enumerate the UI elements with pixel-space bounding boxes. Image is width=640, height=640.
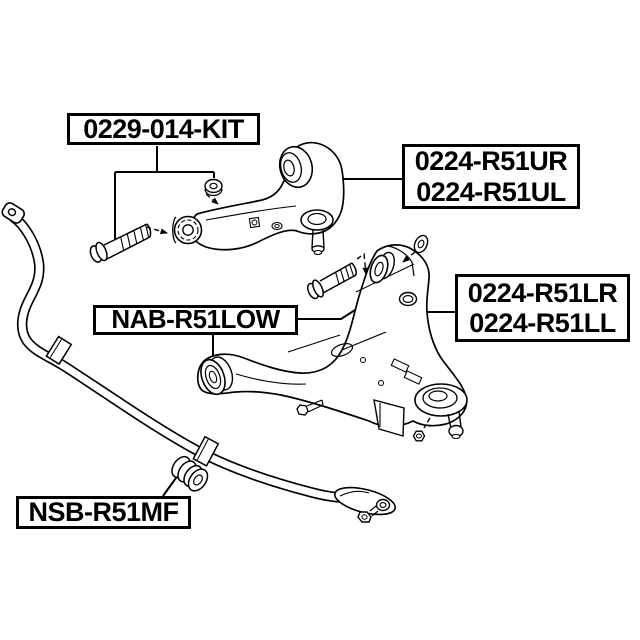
upper-control-arm-label: 0224-R51UR 0224-R51UL <box>402 144 580 209</box>
lower-arm-rear-bushing <box>200 356 234 396</box>
stabilizer-clamp-lower <box>192 435 220 467</box>
lower-arm-washer <box>413 234 429 254</box>
stabilizer-bar-drawing <box>1 202 397 523</box>
stabilizer-bushing-part-number: NSB-R51MF <box>28 497 179 528</box>
upper-arm-washer <box>204 178 223 197</box>
stabilizer-bushing-label: NSB-R51MF <box>16 496 191 529</box>
lower-arm-bolt <box>306 262 357 300</box>
lower-arm-bushing-label: NAB-R51LOW <box>93 305 298 335</box>
stabilizer-bar-end-top <box>1 202 26 224</box>
kit-bracket-line <box>114 146 215 240</box>
upper-arm-right-part-number: 0224-R51UR <box>414 146 568 177</box>
upper-control-arm-drawing <box>89 141 345 263</box>
lower-arm-bracket <box>373 399 405 437</box>
assembly-guide-lines <box>145 193 431 429</box>
upper-arm-ball-joint <box>300 209 334 256</box>
lower-arm-front-bushing <box>369 251 395 284</box>
upper-arm-left-part-number: 0224-R51UL <box>416 176 566 207</box>
bushing-kit-part-number: 0229-014-KIT <box>83 113 244 144</box>
lower-arm-bushing-part-number: NAB-R51LOW <box>111 304 280 335</box>
stabilizer-clamp-upper <box>45 335 73 366</box>
upper-arm-bolt <box>89 223 152 263</box>
lower-arm-nut <box>412 430 426 442</box>
stabilizer-bar-end-bottom <box>333 486 397 516</box>
lower-control-arm-drawing <box>196 234 468 442</box>
lower-control-arm-label: 0224-R51LR 0224-R51LL <box>455 274 630 342</box>
lower-arm-left-part-number: 0224-R51LL <box>469 308 616 338</box>
upper-arm-front-bushing <box>172 215 203 245</box>
upper-arm-rear-bushing <box>278 145 314 189</box>
lower-arm-small-bolt <box>296 399 324 416</box>
lower-arm-ball-joint <box>414 383 468 440</box>
lower-arm-right-part-number: 0224-R51LR <box>467 277 618 308</box>
stabilizer-bushing-drawing <box>171 455 209 492</box>
stabilizer-link-bolt <box>357 505 379 523</box>
bushing-kit-label: 0229-014-KIT <box>67 113 260 145</box>
upper-arm-body <box>190 141 345 251</box>
